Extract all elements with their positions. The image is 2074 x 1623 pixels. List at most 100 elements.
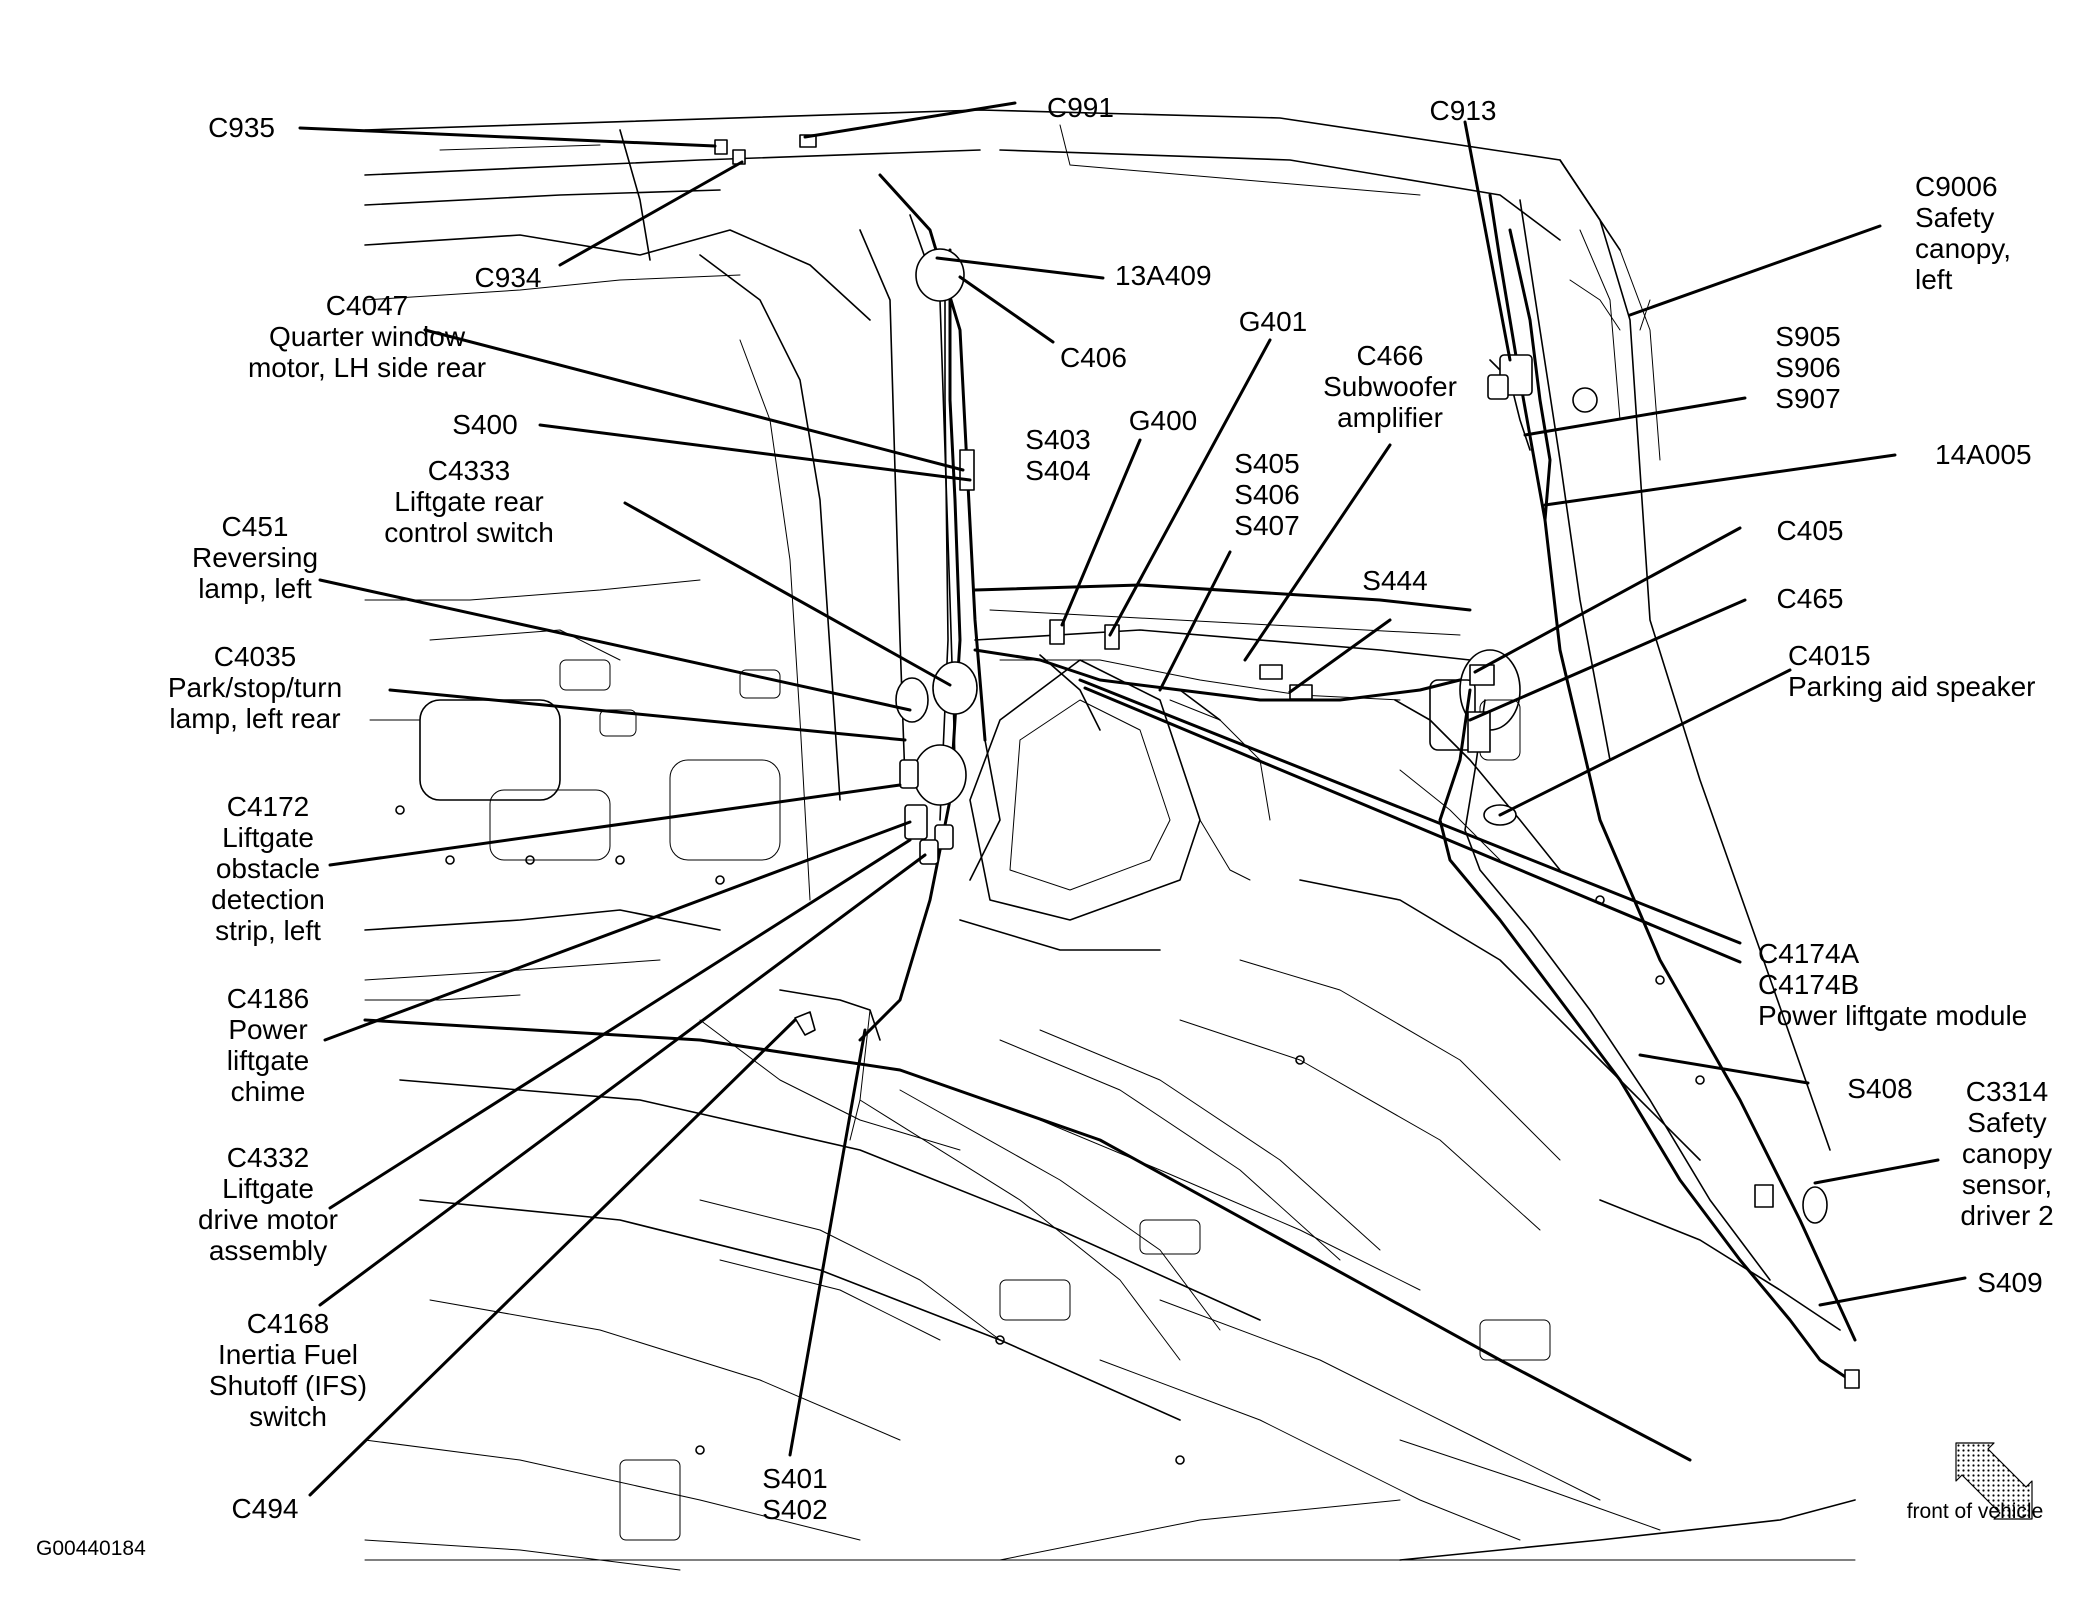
front-of-vehicle-label: front of vehicle xyxy=(1907,1500,2044,1523)
callout-s409: S409 xyxy=(1977,1267,2042,1298)
callout-line: Safety xyxy=(1915,202,1994,233)
callout-line: S905 xyxy=(1775,321,1840,352)
callout-line: S405 xyxy=(1234,448,1299,479)
callout-line: S402 xyxy=(762,1494,827,1525)
callout-line: liftgate xyxy=(227,1045,310,1076)
callout-line: C4174B xyxy=(1758,969,1859,1000)
callout-line: 14A005 xyxy=(1935,439,2032,470)
callout-line: sensor, xyxy=(1962,1169,2052,1200)
callout-line: control switch xyxy=(384,517,554,548)
callout-line: Parking aid speaker xyxy=(1788,671,2035,702)
callout-line: S409 xyxy=(1977,1267,2042,1298)
callout-line: S406 xyxy=(1234,479,1299,510)
callout-line: Power liftgate module xyxy=(1758,1000,2027,1031)
callout-s400: S400 xyxy=(452,409,517,440)
callout-line: Liftgate rear xyxy=(394,486,543,517)
callout-line: Reversing xyxy=(192,542,318,573)
callout-line: C4035 xyxy=(214,641,297,672)
callout-leader-lines xyxy=(298,101,1967,1497)
callout-line: left xyxy=(1915,264,1953,295)
callout-line: S404 xyxy=(1025,455,1090,486)
callout-line: assembly xyxy=(209,1235,327,1266)
figure-id: G00440184 xyxy=(36,1537,146,1560)
callout-line: S401 xyxy=(762,1463,827,1494)
front-direction-arrow-icon xyxy=(1955,1442,2033,1520)
callout-line: C465 xyxy=(1777,583,1844,614)
callout-line: C405 xyxy=(1777,515,1844,546)
callout-line: motor, LH side rear xyxy=(248,352,486,383)
callout-line: C4333 xyxy=(428,455,511,486)
callout-line: canopy, xyxy=(1915,233,2011,264)
callout-c935: C935 xyxy=(208,112,275,143)
callout-line: C9006 xyxy=(1915,171,1998,202)
callout-13a409: 13A409 xyxy=(1115,260,1212,291)
vehicle-body-line-art xyxy=(363,109,1860,1571)
callout-line: Power xyxy=(228,1014,307,1045)
callout-line: C991 xyxy=(1047,92,1114,123)
callout-c494: C494 xyxy=(232,1493,299,1524)
callout-g401: G401 xyxy=(1239,306,1308,337)
callout-line: lamp, left xyxy=(198,573,312,604)
callout-c913: C913 xyxy=(1430,95,1497,126)
callout-line: C406 xyxy=(1060,342,1127,373)
callout-line: 13A409 xyxy=(1115,260,1212,291)
callout-line: lamp, left rear xyxy=(169,703,340,734)
callout-line: S444 xyxy=(1362,565,1427,596)
callout-line: C494 xyxy=(232,1493,299,1524)
callout-line: Subwoofer xyxy=(1323,371,1457,402)
callout-line: Park/stop/turn xyxy=(168,672,342,703)
callout-c406: C406 xyxy=(1060,342,1127,373)
callout-line: obstacle xyxy=(216,853,320,884)
callout-line: S407 xyxy=(1234,510,1299,541)
callout-line: canopy xyxy=(1962,1138,2052,1169)
callout-c405: C405 xyxy=(1777,515,1844,546)
callout-line: C4047 xyxy=(326,290,409,321)
callout-line: drive motor xyxy=(198,1204,338,1235)
callout-line: C4186 xyxy=(227,983,310,1014)
callout-s408: S408 xyxy=(1847,1073,1912,1104)
callout-line: Liftgate xyxy=(222,822,314,853)
callout-line: C934 xyxy=(475,262,542,293)
callout-line: C4015 xyxy=(1788,640,1871,671)
callout-line: C913 xyxy=(1430,95,1497,126)
callout-s444: S444 xyxy=(1362,565,1427,596)
callout-line: C451 xyxy=(222,511,289,542)
callout-line: S408 xyxy=(1847,1073,1912,1104)
callout-line: G400 xyxy=(1129,405,1198,436)
callout-g400: G400 xyxy=(1129,405,1198,436)
callout-14a005: 14A005 xyxy=(1935,439,2032,470)
callout-c991: C991 xyxy=(1047,92,1114,123)
callout-line: driver 2 xyxy=(1960,1200,2053,1231)
callout-line: C935 xyxy=(208,112,275,143)
callout-c934: C934 xyxy=(475,262,542,293)
callout-line: Liftgate xyxy=(222,1173,314,1204)
callout-line: detection xyxy=(211,884,325,915)
callout-c465: C465 xyxy=(1777,583,1844,614)
callout-line: C4168 xyxy=(247,1308,330,1339)
callout-line: Inertia Fuel xyxy=(218,1339,358,1370)
callout-line: Quarter window xyxy=(269,321,466,352)
callout-line: C3314 xyxy=(1966,1076,2049,1107)
callout-line: S907 xyxy=(1775,383,1840,414)
callout-line: G401 xyxy=(1239,306,1308,337)
callout-line: amplifier xyxy=(1337,402,1443,433)
callout-line: Safety xyxy=(1967,1107,2046,1138)
callout-line: S906 xyxy=(1775,352,1840,383)
callout-line: C466 xyxy=(1357,340,1424,371)
